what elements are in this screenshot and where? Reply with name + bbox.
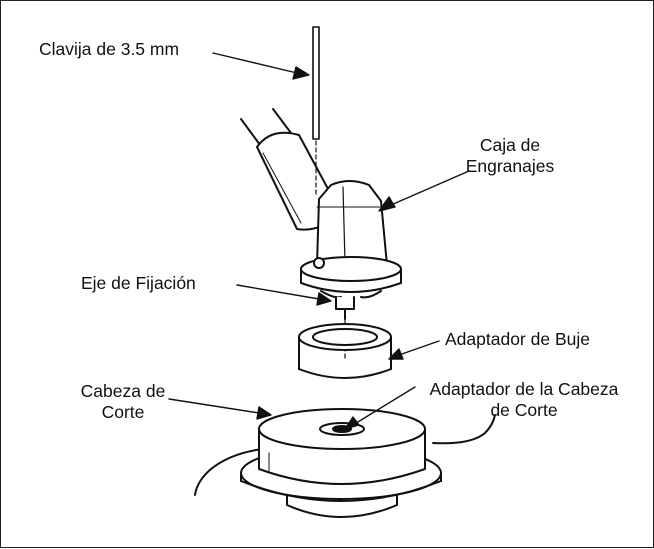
label-head-adapter-line1: Adaptador de la Cabeza (429, 379, 619, 399)
label-head-adapter-line2: de Corte (490, 400, 558, 420)
label-gearbox-line1: Caja de (479, 135, 541, 155)
gearbox (300, 180, 402, 302)
bushing-adapter (298, 323, 392, 379)
fixing-shaft (335, 296, 355, 320)
cutting-head (194, 408, 496, 518)
leader-lines (168, 52, 470, 430)
label-cutting-head-line2: Corte (101, 402, 145, 422)
label-cutting-head-line1: Cabeza de (80, 381, 166, 401)
label-bushing-adapter: Adaptador de Buje (445, 329, 590, 349)
label-cutting-head: Cabeza de Corte (73, 381, 173, 423)
label-gearbox-line2: Engranajes (465, 156, 555, 176)
label-head-adapter: Adaptador de la Cabeza de Corte (409, 379, 639, 421)
label-fixing-shaft: Eje de Fijación (81, 273, 196, 293)
label-pin: Clavija de 3.5 mm (39, 39, 180, 59)
label-gearbox: Caja de Engranajes (455, 135, 565, 177)
